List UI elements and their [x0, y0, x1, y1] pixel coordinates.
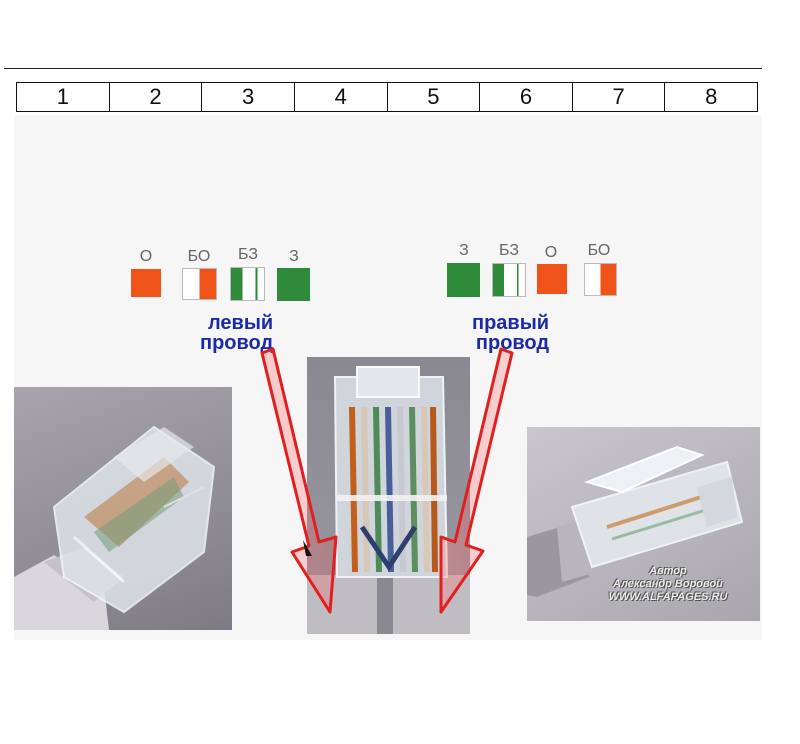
watermark-line-3: WWW.ALFAPAGES.RU — [608, 591, 728, 603]
pin-number-7: 7 — [573, 83, 666, 111]
right-wire-caption-line1: правый — [472, 312, 550, 334]
left-wire-caption-line1: левый — [207, 312, 274, 334]
pin-number-ruler: 1 2 3 4 5 6 7 8 — [16, 82, 758, 112]
left-wire-label-1: О — [139, 248, 153, 265]
pin-number-5: 5 — [388, 83, 481, 111]
left-connector-photo — [14, 387, 232, 630]
right-connector-illustration — [527, 445, 744, 597]
right-wire-label-3: О — [544, 244, 558, 261]
pin-number-6: 6 — [480, 83, 573, 111]
left-wire-label-2: БО — [187, 248, 211, 265]
center-connector-photo — [307, 357, 470, 634]
watermark-line-2: Александр Воровой — [613, 578, 723, 590]
right-swatch-orange — [537, 264, 567, 294]
left-swatch-white-orange — [182, 268, 217, 300]
left-connector-illustration — [14, 425, 216, 630]
left-wire-caption: левый провод — [200, 313, 273, 353]
pin-number-2: 2 — [110, 83, 203, 111]
right-swatch-green — [447, 263, 480, 297]
pin-number-4: 4 — [295, 83, 388, 111]
left-swatch-green — [277, 268, 310, 301]
left-wire-label-3: БЗ — [238, 246, 258, 263]
left-swatch-white-green — [230, 267, 265, 301]
right-wire-caption: правый провод — [472, 313, 549, 353]
watermark-line-1: Автор — [649, 565, 687, 577]
right-swatch-white-orange — [584, 263, 617, 296]
author-watermark: Автор Александр Воровой WWW.ALFAPAGES.RU — [588, 565, 748, 604]
right-swatch-white-green — [492, 263, 526, 297]
center-connector-illustration — [307, 366, 470, 634]
right-connector-photo — [527, 427, 760, 621]
right-wire-label-2: БЗ — [499, 242, 519, 259]
pin-number-8: 8 — [705, 84, 718, 109]
right-wire-label-4: БО — [587, 242, 611, 259]
left-swatch-orange — [131, 269, 161, 297]
pin-number-1: 1 — [17, 83, 110, 111]
top-divider-line — [4, 68, 762, 69]
left-wire-label-4: З — [289, 248, 299, 265]
pin-number-3: 3 — [202, 83, 295, 111]
left-wire-caption-line2: провод — [200, 332, 274, 354]
right-wire-caption-line2: провод — [475, 332, 550, 354]
right-wire-label-1: З — [459, 242, 469, 259]
